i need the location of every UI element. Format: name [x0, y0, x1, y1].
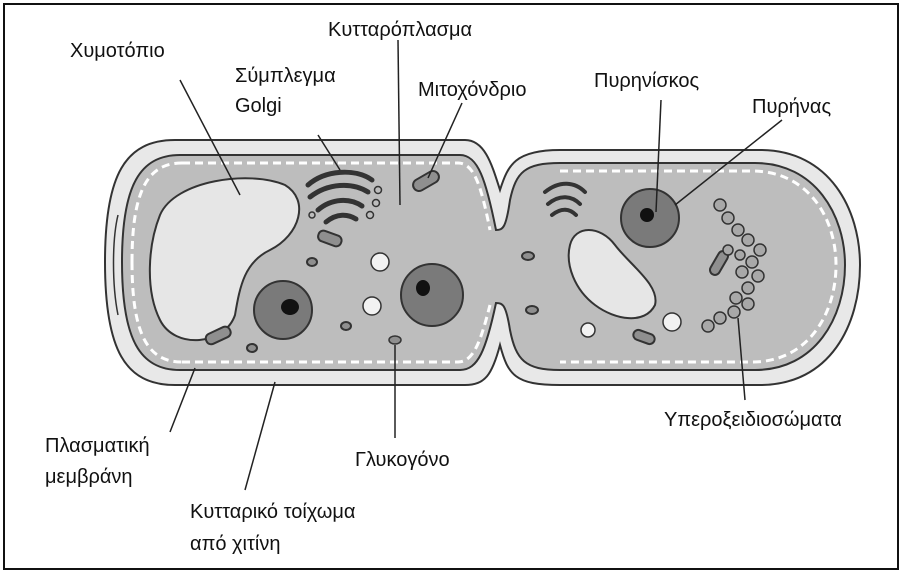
glycogen-granule	[389, 336, 401, 344]
label-nucleolus: Πυρηνίσκος	[594, 70, 700, 92]
label-cytoplasm: Κυτταρόπλασμα	[328, 19, 472, 41]
label-membrane-line2: μεμβράνη	[45, 466, 133, 488]
label-nucleus: Πυρήνας	[752, 96, 831, 118]
label-mitochondrion: Μιτοχόνδριο	[418, 79, 526, 101]
label-wall-line1: Κυτταρικό τοίχωμα	[190, 501, 355, 523]
label-golgi-line1: Σύμπλεγμα	[235, 65, 336, 87]
nucleolus	[640, 208, 654, 222]
nucleus-middle	[401, 264, 463, 326]
label-membrane-line1: Πλασματική	[45, 435, 150, 457]
label-golgi-line2: Golgi	[235, 95, 282, 117]
label-peroxisomes: Υπεροξειδιοσώματα	[664, 409, 842, 431]
nucleus-left	[254, 281, 312, 339]
label-vacuole: Χυμοτόπιο	[70, 40, 165, 62]
label-wall-line2: από χιτίνη	[190, 533, 280, 555]
label-glycogen: Γλυκογόνο	[355, 449, 450, 471]
nucleus	[621, 189, 679, 247]
